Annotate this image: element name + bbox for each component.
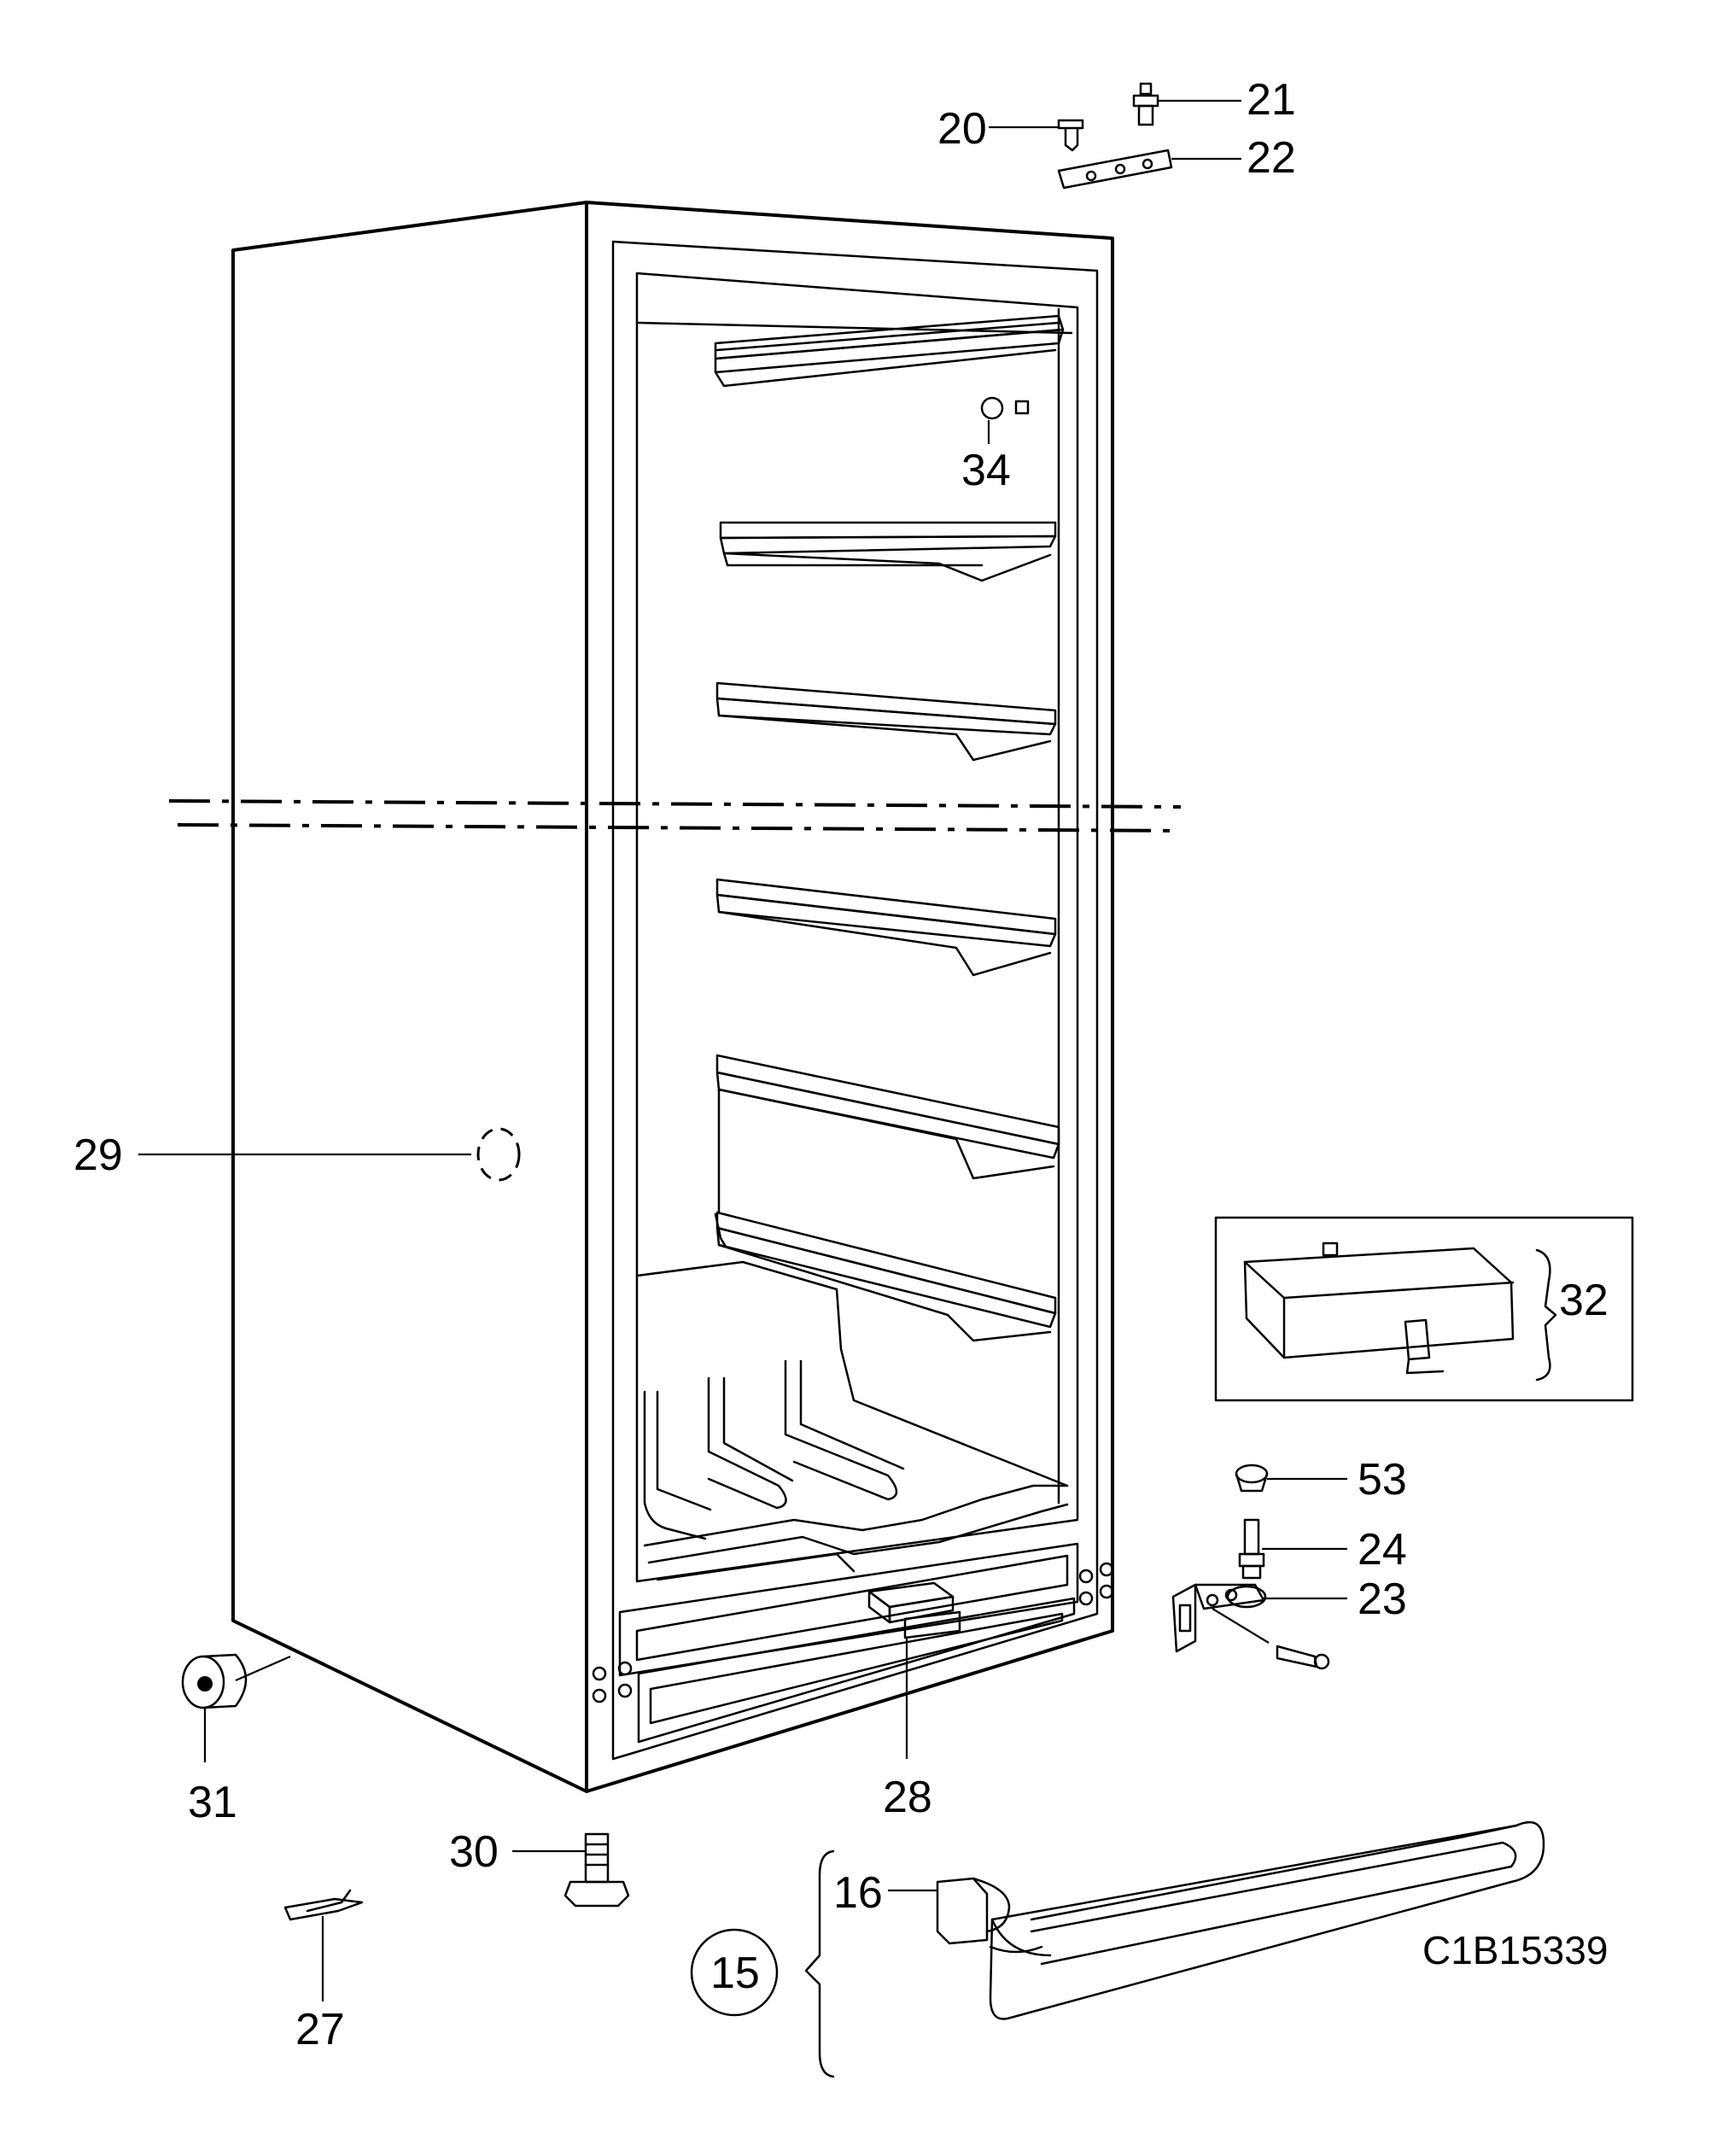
callout-23: 23 [1358, 1575, 1407, 1624]
callout-15: 15 [710, 1949, 760, 1998]
part-22-hinge-plate [1057, 149, 1241, 190]
callout-20: 20 [937, 104, 987, 154]
callout-labels: 20 21 22 34 29 32 53 24 23 31 28 30 16 1… [73, 75, 1609, 2054]
part-28-handle [867, 1581, 961, 1759]
callout-32: 32 [1559, 1276, 1609, 1325]
evaporator-coils [635, 1260, 1069, 1581]
callout-34: 34 [961, 446, 1011, 495]
part-21-bolt [1132, 82, 1241, 126]
callout-22: 22 [1247, 133, 1296, 183]
callout-27: 27 [295, 2005, 345, 2054]
callout-53: 53 [1358, 1455, 1407, 1505]
drawing-code: C1B15339 [1422, 1928, 1608, 1972]
shelf-rails [714, 314, 1065, 1342]
part-20-screw [989, 119, 1084, 152]
callout-31: 31 [188, 1778, 237, 1827]
cabinet-body [231, 201, 1114, 1793]
callout-30: 30 [449, 1827, 499, 1877]
part-34-switch [980, 396, 1030, 444]
callout-28: 28 [883, 1773, 932, 1822]
part-24-pin [1238, 1518, 1347, 1580]
part-29-grommet [138, 1127, 521, 1182]
part-15-door-handle [690, 1820, 1545, 2078]
part-23-hinge [1171, 1583, 1347, 1670]
part-31-foot [181, 1653, 291, 1762]
break-lines [168, 799, 1182, 833]
callout-21: 21 [1247, 75, 1296, 125]
callout-16: 16 [833, 1868, 883, 1918]
callout-24: 24 [1358, 1525, 1407, 1575]
part-30-bolt [512, 1832, 630, 1908]
callout-29: 29 [73, 1131, 123, 1180]
part-53-cap [1235, 1464, 1347, 1493]
part-27-clip [283, 1889, 364, 2001]
part-32-box [1214, 1216, 1634, 1402]
